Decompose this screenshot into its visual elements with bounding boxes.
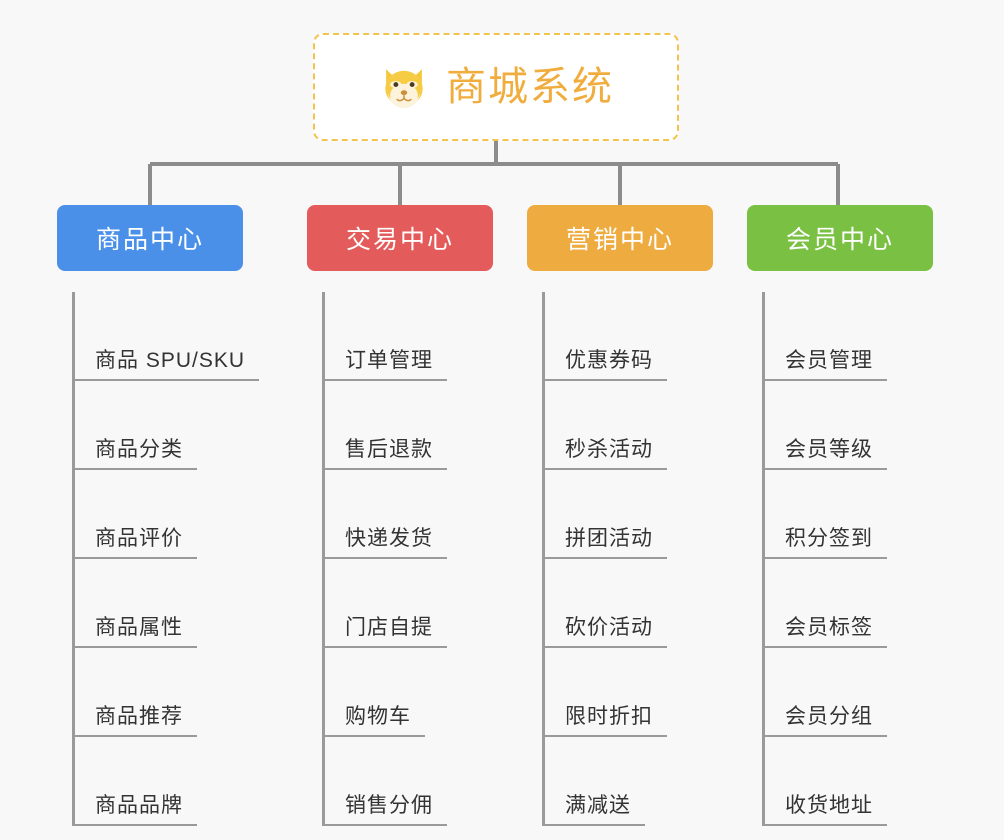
- leaf-label: 收货地址: [763, 794, 887, 826]
- leaf-trunk-1: [72, 292, 75, 826]
- leaf-label: 优惠券码: [543, 349, 667, 381]
- branch-header-label-2: 交易中心: [345, 226, 454, 254]
- leaf-label: 积分签到: [763, 527, 887, 559]
- branch-header-label-3: 营销中心: [565, 226, 674, 254]
- leaf-item[interactable]: 门店自提: [323, 559, 493, 648]
- leaf-item[interactable]: 商品评价: [73, 470, 243, 559]
- leaf-label: 购物车: [323, 705, 425, 737]
- shiba-dog-face-icon: [385, 69, 423, 109]
- leaf-label: 商品评价: [73, 527, 197, 559]
- leaf-list-3: 优惠券码 秒杀活动 拼团活动 砍价活动 限时折扣 满减送: [527, 292, 713, 826]
- branch-header-1[interactable]: 商品中心: [57, 205, 243, 271]
- leaf-label: 商品品牌: [73, 794, 197, 826]
- leaf-trunk-2: [322, 292, 325, 826]
- leaf-label: 会员等级: [763, 438, 887, 470]
- leaf-item[interactable]: 砍价活动: [543, 559, 713, 648]
- leaf-item[interactable]: 商品 SPU/SKU: [73, 292, 260, 381]
- branch-column-2: 交易中心 订单管理 售后退款 快递发货 门店自提 购物车 销售分佣: [307, 205, 493, 826]
- leaf-label: 会员管理: [763, 349, 887, 381]
- leaf-item[interactable]: 秒杀活动: [543, 381, 713, 470]
- leaf-trunk-4: [762, 292, 765, 826]
- leaf-label: 售后退款: [323, 438, 447, 470]
- leaf-label: 商品 SPU/SKU: [73, 349, 260, 381]
- leaf-label: 商品分类: [73, 438, 197, 470]
- leaf-item[interactable]: 拼团活动: [543, 470, 713, 559]
- leaf-label: 门店自提: [323, 616, 447, 648]
- branch-column-1: 商品中心 商品 SPU/SKU 商品分类 商品评价 商品属性 商品推荐 商品品牌: [57, 205, 260, 826]
- leaf-label: 砍价活动: [543, 616, 667, 648]
- leaf-label: 订单管理: [323, 349, 447, 381]
- branch-column-3: 营销中心 优惠券码 秒杀活动 拼团活动 砍价活动 限时折扣 满减送: [527, 205, 713, 826]
- leaf-label: 满减送: [543, 794, 645, 826]
- leaf-trunk-3: [542, 292, 545, 826]
- branch-header-4[interactable]: 会员中心: [747, 205, 933, 271]
- leaf-label: 限时折扣: [543, 705, 667, 737]
- leaf-item[interactable]: 积分签到: [763, 470, 933, 559]
- leaf-label: 快递发货: [323, 527, 447, 559]
- branch-column-4: 会员中心 会员管理 会员等级 积分签到 会员标签 会员分组 收货地址: [747, 205, 933, 826]
- leaf-item[interactable]: 会员等级: [763, 381, 933, 470]
- branch-header-3[interactable]: 营销中心: [527, 205, 713, 271]
- leaf-label: 秒杀活动: [543, 438, 667, 470]
- leaf-item[interactable]: 购物车: [323, 648, 493, 737]
- leaf-item[interactable]: 售后退款: [323, 381, 493, 470]
- leaf-list-4: 会员管理 会员等级 积分签到 会员标签 会员分组 收货地址: [747, 292, 933, 826]
- leaf-item[interactable]: 会员分组: [763, 648, 933, 737]
- leaf-item[interactable]: 收货地址: [763, 737, 933, 826]
- leaf-item[interactable]: 快递发货: [323, 470, 493, 559]
- branch-header-2[interactable]: 交易中心: [307, 205, 493, 271]
- leaf-item[interactable]: 商品分类: [73, 381, 243, 470]
- leaf-list-2: 订单管理 售后退款 快递发货 门店自提 购物车 销售分佣: [307, 292, 493, 826]
- branch-header-label-1: 商品中心: [95, 226, 204, 254]
- root-title: 商城系统: [446, 65, 614, 109]
- leaf-list-1: 商品 SPU/SKU 商品分类 商品评价 商品属性 商品推荐 商品品牌: [57, 292, 260, 826]
- root-node[interactable]: 商城系统: [313, 33, 679, 141]
- leaf-item[interactable]: 优惠券码: [543, 292, 713, 381]
- leaf-label: 会员标签: [763, 616, 887, 648]
- leaf-item[interactable]: 销售分佣: [323, 737, 493, 826]
- leaf-item[interactable]: 满减送: [543, 737, 713, 826]
- leaf-label: 商品推荐: [73, 705, 197, 737]
- leaf-item[interactable]: 商品推荐: [73, 648, 243, 737]
- leaf-item[interactable]: 会员管理: [763, 292, 933, 381]
- leaf-item[interactable]: 商品属性: [73, 559, 243, 648]
- leaf-item[interactable]: 会员标签: [763, 559, 933, 648]
- leaf-item[interactable]: 限时折扣: [543, 648, 713, 737]
- leaf-label: 销售分佣: [323, 794, 447, 826]
- leaf-item[interactable]: 商品品牌: [73, 737, 243, 826]
- branch-header-label-4: 会员中心: [785, 226, 894, 254]
- leaf-label: 商品属性: [73, 616, 197, 648]
- leaf-label: 会员分组: [763, 705, 887, 737]
- leaf-label: 拼团活动: [543, 527, 667, 559]
- leaf-item[interactable]: 订单管理: [323, 292, 493, 381]
